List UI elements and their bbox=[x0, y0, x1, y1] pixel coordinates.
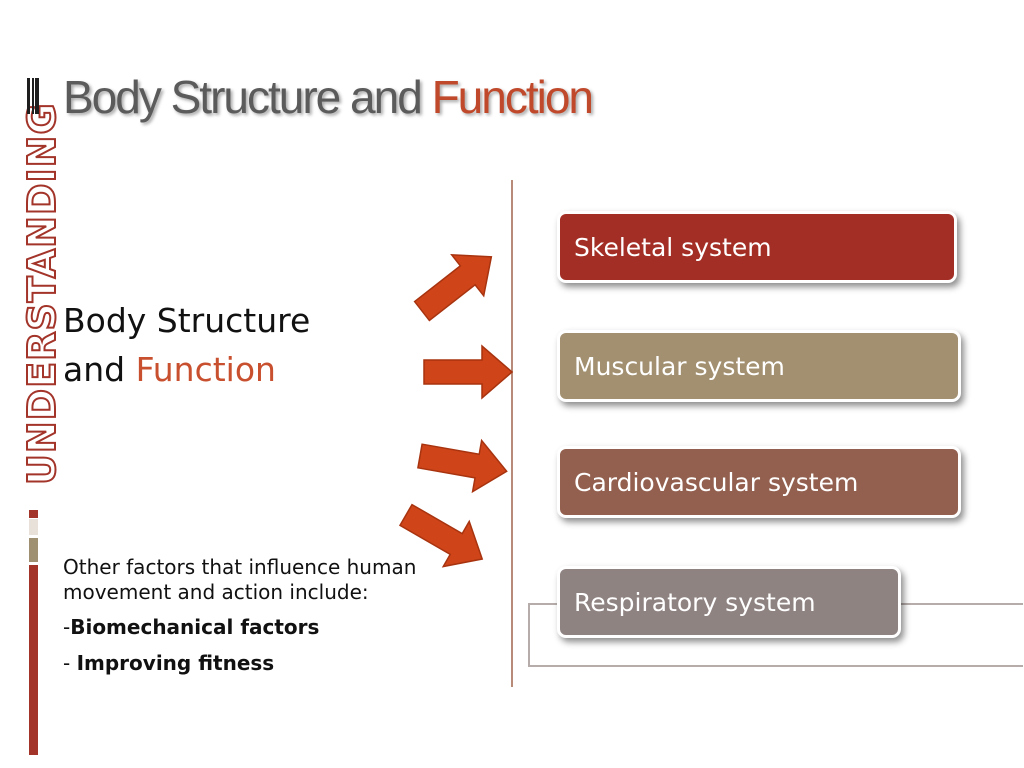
factor-prefix: - bbox=[63, 651, 77, 675]
factors-block: Other factors that influence human movem… bbox=[63, 555, 463, 687]
system-box-respiratory: Respiratory system bbox=[557, 566, 901, 638]
system-box-cardiovascular: Cardiovascular system bbox=[557, 446, 961, 518]
band-tan bbox=[29, 538, 38, 562]
arrow-right-icon bbox=[398, 503, 484, 568]
title-bars-icon bbox=[27, 78, 39, 114]
factors-intro: Other factors that influence human movem… bbox=[63, 555, 417, 604]
band-red-top bbox=[29, 510, 38, 518]
band-red-long bbox=[29, 565, 38, 755]
factor-label: Improving fitness bbox=[76, 651, 275, 675]
factor-item: -Biomechanical factors bbox=[63, 615, 463, 640]
system-label: Cardiovascular system bbox=[574, 467, 859, 497]
subheading-line2: and Function bbox=[63, 345, 310, 394]
factor-label: Biomechanical factors bbox=[70, 615, 320, 639]
band-cream bbox=[29, 519, 38, 535]
system-box-skeletal: Skeletal system bbox=[557, 211, 957, 283]
system-label: Skeletal system bbox=[574, 232, 772, 262]
arrow-right-icon bbox=[417, 438, 508, 494]
subheading-prefix: and bbox=[63, 350, 136, 389]
subheading-accent: Function bbox=[135, 350, 276, 389]
title-accent: Function bbox=[431, 71, 594, 123]
factor-prefix: - bbox=[63, 615, 71, 639]
subheading-line1: Body Structure bbox=[63, 301, 311, 340]
subheading: Body Structure and Function bbox=[63, 296, 310, 394]
system-label: Respiratory system bbox=[574, 587, 816, 617]
arrow-right-icon bbox=[413, 253, 493, 322]
system-box-muscular: Muscular system bbox=[557, 330, 961, 402]
factor-item: - Improving fitness bbox=[63, 651, 463, 676]
title-main: Body Structure and bbox=[63, 71, 423, 123]
page-title: Body Structure and Function bbox=[63, 70, 594, 124]
system-label: Muscular system bbox=[574, 351, 785, 381]
vertical-divider bbox=[511, 180, 513, 687]
arrow-right-icon bbox=[423, 344, 514, 400]
